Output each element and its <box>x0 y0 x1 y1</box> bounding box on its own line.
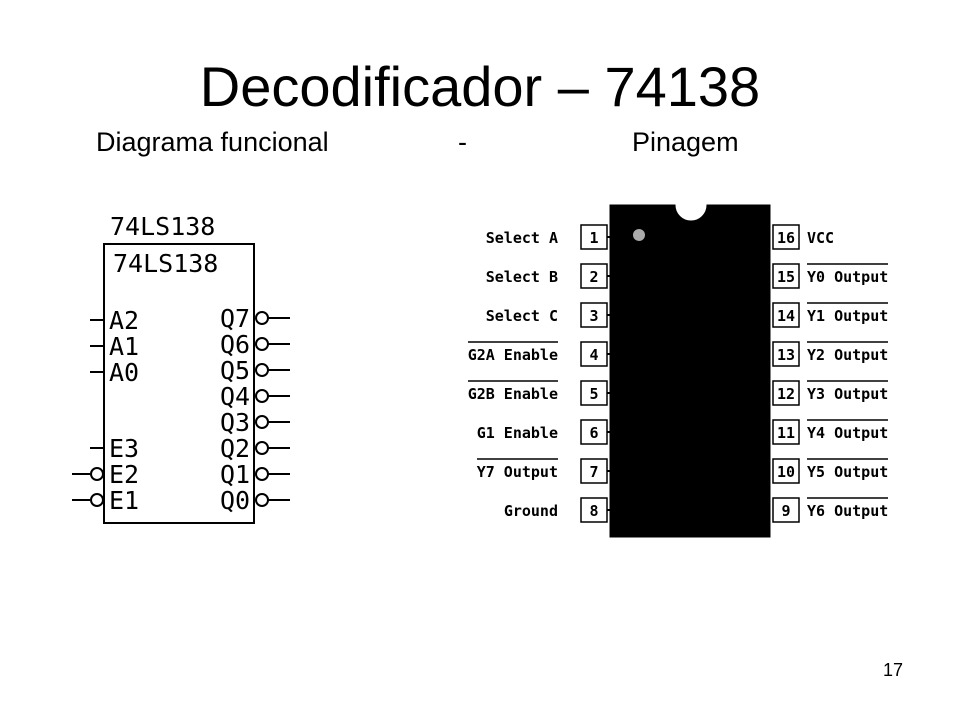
right-pin-number-10: 10 <box>777 463 795 481</box>
output-label-Q2: Q2 <box>220 434 250 463</box>
right-pin-label-14: Y1 Output <box>807 307 888 325</box>
right-pin-box-14 <box>772 302 800 328</box>
right-pin-box-15 <box>772 263 800 289</box>
functional-inner-label: 74LS138 <box>113 249 218 278</box>
left-pin-box-6 <box>580 419 608 445</box>
slide-title: Decodificador – 74138 <box>199 55 761 118</box>
input-label-E3: E3 <box>109 434 139 463</box>
left-pin-label-6: G1 Enable <box>477 424 558 442</box>
right-pin-box-16 <box>772 224 800 250</box>
left-pin-label-8: Ground <box>504 502 558 520</box>
right-pin-label-11: Y4 Output <box>807 424 888 442</box>
page-number: 17 <box>882 660 904 680</box>
right-pin-label-13: Y2 Output <box>807 346 888 364</box>
right-pin-number-12: 12 <box>777 385 795 403</box>
pinout-right-pins: 16 VCC 15 Y0 Output 14 Y1 Output 13 Y2 Output 12… <box>772 224 888 523</box>
subtitle-pinout: Pinagem <box>632 127 739 157</box>
left-pin-number-2: 2 <box>589 268 598 286</box>
left-pin-number-1: 1 <box>589 229 598 247</box>
right-pin-box-9 <box>772 497 800 523</box>
input-label-A2: A2 <box>109 306 139 335</box>
left-pin-box-8 <box>580 497 608 523</box>
left-pin-box-3 <box>580 302 608 328</box>
subtitle-separator: - <box>458 127 467 157</box>
right-pin-label-10: Y5 Output <box>807 463 888 481</box>
left-pin-label-3: Select C <box>486 307 558 325</box>
right-pin-number-15: 15 <box>777 268 795 286</box>
ic-body <box>609 204 771 538</box>
left-pin-label-1: Select A <box>486 229 558 247</box>
inversion-bubble-E2 <box>90 467 104 481</box>
left-pin-number-3: 3 <box>589 307 598 325</box>
right-pin-number-14: 14 <box>777 307 795 325</box>
left-pin-box-2 <box>580 263 608 289</box>
right-pin-label-16: VCC <box>807 229 834 247</box>
right-pin-label-9: Y6 Output <box>807 502 888 520</box>
right-pin-box-12 <box>772 380 800 406</box>
right-pin-number-9: 9 <box>781 502 790 520</box>
left-pin-number-7: 7 <box>589 463 598 481</box>
output-label-Q6: Q6 <box>220 330 250 359</box>
left-pin-number-4: 4 <box>589 346 598 364</box>
output-label-Q3: Q3 <box>220 408 250 437</box>
left-pin-number-5: 5 <box>589 385 598 403</box>
output-label-Q0: Q0 <box>220 486 250 515</box>
right-pin-box-11 <box>772 419 800 445</box>
left-pin-number-8: 8 <box>589 502 598 520</box>
output-label-Q7: Q7 <box>220 304 250 333</box>
left-pin-label-4: G2A Enable <box>468 346 558 364</box>
input-label-A1: A1 <box>109 332 139 361</box>
right-pin-number-16: 16 <box>777 229 795 247</box>
output-label-Q4: Q4 <box>220 382 250 411</box>
input-label-E1: E1 <box>109 486 139 515</box>
right-pin-number-11: 11 <box>777 424 795 442</box>
right-pin-number-13: 13 <box>777 346 795 364</box>
left-pin-label-5: G2B Enable <box>468 385 558 403</box>
functional-chip-body <box>103 243 255 524</box>
right-pin-label-12: Y3 Output <box>807 385 888 403</box>
right-pin-box-13 <box>772 341 800 367</box>
input-label-E2: E2 <box>109 460 139 489</box>
left-pin-number-6: 6 <box>589 424 598 442</box>
right-pin-box-10 <box>772 458 800 484</box>
pin1-marker-dot <box>633 229 645 241</box>
inversion-bubble-E1 <box>90 493 104 507</box>
output-label-Q5: Q5 <box>220 356 250 385</box>
output-label-Q1: Q1 <box>220 460 250 489</box>
left-pin-label-2: Select B <box>486 268 558 286</box>
input-label-A0: A0 <box>109 358 139 387</box>
right-pin-label-15: Y0 Output <box>807 268 888 286</box>
subtitle-functional-diagram: Diagrama funcional <box>96 127 329 157</box>
left-pin-box-5 <box>580 380 608 406</box>
functional-outer-label: 74LS138 <box>110 212 215 241</box>
left-pin-label-7: Y7 Output <box>477 463 558 481</box>
